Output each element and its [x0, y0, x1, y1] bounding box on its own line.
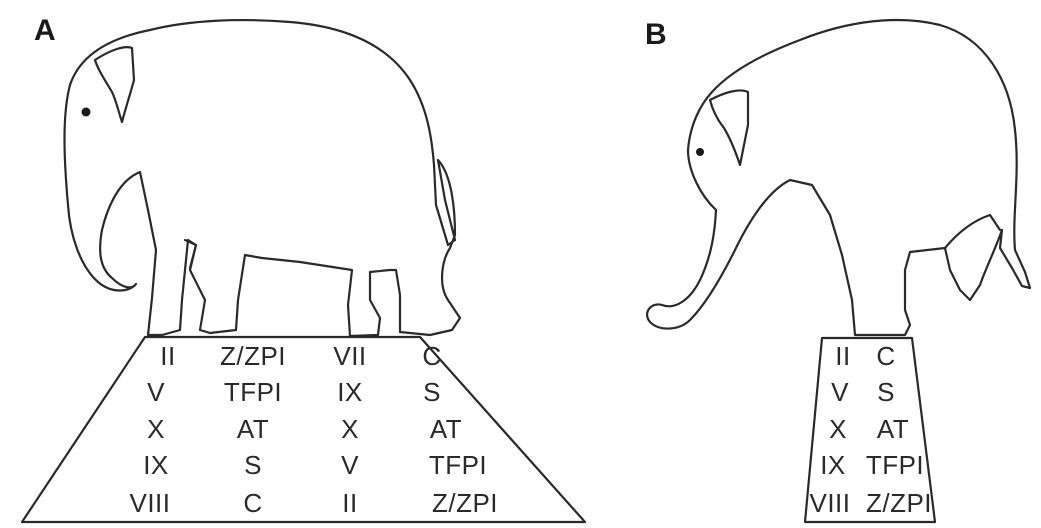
pedestal-b-cell: C: [876, 341, 895, 372]
pedestal-a-cell: II: [160, 341, 175, 372]
pedestal-a-cell: C: [422, 341, 441, 372]
pedestal-b-cell: X: [829, 414, 847, 445]
pedestal-a-cell: Z/ZPI: [220, 341, 286, 372]
pedestal-a-cell: V: [341, 450, 359, 481]
panel-b-label: B: [645, 18, 667, 52]
pedestal-a-cell: VIII: [129, 488, 170, 519]
pedestal-a-cell: V: [147, 377, 165, 408]
elephant-b-body-outline: [647, 20, 1030, 335]
pedestal-a-cell: IX: [337, 377, 363, 408]
pedestal-a: [22, 337, 585, 522]
pedestal-b-cell: AT: [877, 414, 909, 445]
pedestal-a-cell: X: [147, 414, 165, 445]
pedestal-a-cell: II: [342, 488, 357, 519]
pedestal-b-cell: S: [877, 377, 895, 408]
pedestal-a-cell: TFPI: [224, 377, 282, 408]
elephant-a: [65, 20, 461, 336]
pedestal-a-cell: TFPI: [429, 450, 487, 481]
elephant-b: [647, 20, 1030, 335]
pedestal-b-cell: V: [831, 377, 849, 408]
pedestal-a-cell: VII: [333, 341, 366, 372]
pedestal-b-cell: TFPI: [866, 450, 924, 481]
pedestal-a-cell: Z/ZPI: [432, 488, 498, 519]
pedestal-b-cell: VIII: [809, 488, 850, 519]
elephant-a-body-outline: [65, 20, 461, 336]
elephant-a-ear: [95, 47, 134, 122]
pedestal-a-cell: IX: [143, 450, 169, 481]
pedestal-b-cell: IX: [820, 450, 846, 481]
pedestal-a-cell: C: [243, 488, 262, 519]
pedestal-a-cell: X: [341, 414, 359, 445]
panel-a-label: A: [34, 14, 56, 48]
elephant-b-hind-leg: [945, 215, 1000, 248]
pedestal-b-cell: Z/ZPI: [866, 488, 932, 519]
elephant-b-eye: [696, 148, 704, 156]
pedestal-a-cell: AT: [430, 414, 462, 445]
pedestal-b-cell: II: [835, 341, 850, 372]
elephant-a-eye: [82, 108, 91, 117]
pedestal-a-cell: S: [423, 377, 441, 408]
pedestal-a-cell: S: [244, 450, 262, 481]
elephant-b-ear: [710, 90, 748, 165]
pedestal-a-cell: AT: [237, 414, 269, 445]
